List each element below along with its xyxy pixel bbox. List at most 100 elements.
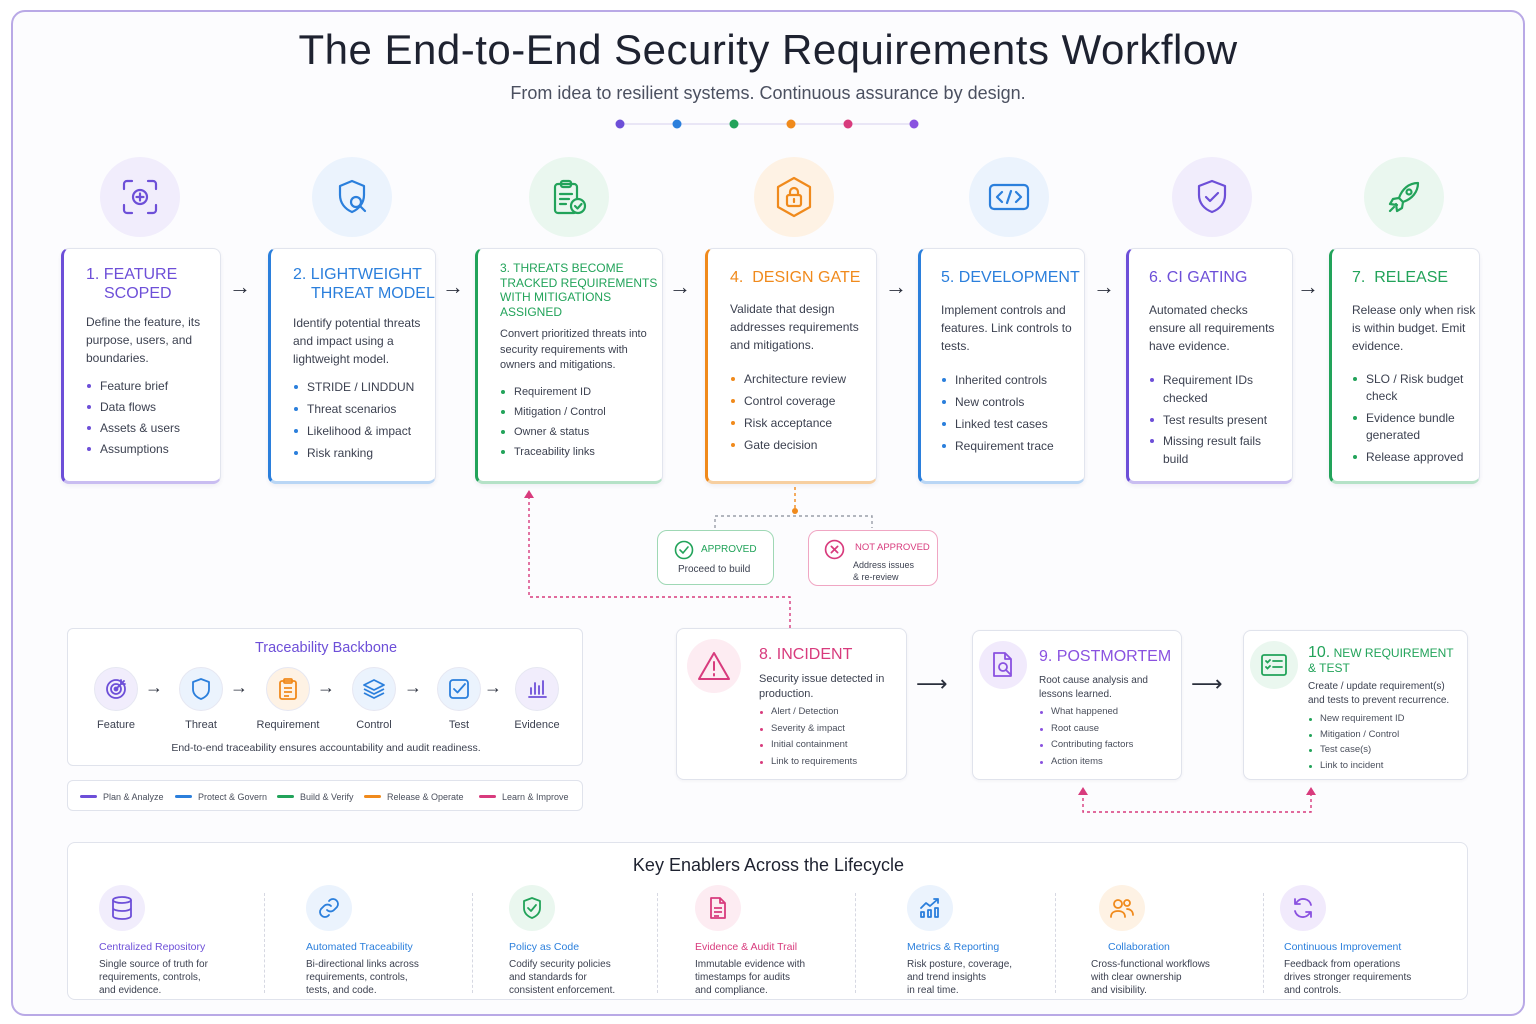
list-item: Assets & users	[86, 420, 216, 436]
lock-icon	[754, 157, 834, 237]
list-item: Release approved	[1352, 449, 1470, 465]
list-item: STRIDE / LINDDUN	[293, 379, 433, 395]
list-item: Requirement ID	[500, 384, 650, 400]
step-number: 3.	[500, 261, 511, 275]
step-card-6[interactable]: 6. CI GATING Automated checks ensure all…	[1126, 248, 1293, 484]
list-item: Link to requirements	[759, 754, 899, 771]
trace-label: Evidence	[514, 719, 560, 731]
database-icon	[99, 885, 145, 931]
trace-item-feature: Feature	[76, 667, 156, 731]
legend-item: Build & Verify	[277, 792, 354, 802]
enabler-item: Automated Traceability Bi-directional li…	[306, 885, 486, 997]
step-number: 1.	[86, 266, 100, 283]
step-description: Identify potential threats and impact us…	[293, 316, 421, 366]
list-item: Severity & impact	[759, 721, 899, 738]
step-items: STRIDE / LINDDUN Threat scenarios Likeli…	[293, 379, 433, 461]
step-number: 5.	[941, 269, 955, 286]
list-item: Test case(s)	[1308, 742, 1458, 758]
approved-label: APPROVED	[701, 544, 757, 555]
list-item: Gate decision	[730, 437, 870, 453]
enablers-title: Key Enablers Across the Lifecycle	[632, 855, 905, 875]
list-item: Traceability links	[500, 444, 650, 460]
trace-label: Control	[356, 719, 392, 731]
step-number: 8.	[759, 646, 773, 663]
step-description: Security issue detected in production.	[759, 673, 885, 700]
shield-icon	[179, 667, 223, 711]
step-number: 6.	[1149, 269, 1163, 286]
arrow-right-icon: →	[484, 677, 502, 697]
enabler-item: Continuous Improvement Feedback from ope…	[1280, 885, 1464, 997]
list-item: Root cause	[1039, 721, 1179, 738]
arrow-right-icon: →	[1093, 274, 1115, 299]
list-item: Alert / Detection	[759, 704, 899, 721]
enabler-title: Automated Traceability	[306, 941, 413, 953]
arrow-right-icon: →	[669, 274, 691, 299]
step-title: POSTMORTEM	[1056, 648, 1172, 665]
bar-chart-icon	[515, 667, 559, 711]
list-item: Risk ranking	[293, 445, 433, 461]
key-enablers: Key Enablers Across the Lifecycle Centra…	[67, 842, 1468, 1000]
list-item: New controls	[941, 394, 1081, 410]
feedback-card-postmortem[interactable]: 9. POSTMORTEM Root cause analysis and le…	[972, 630, 1182, 780]
shield-search-icon	[312, 157, 392, 237]
list-item: Requirement trace	[941, 438, 1081, 454]
checklist-icon	[1250, 641, 1298, 689]
list-item: Test results present	[1149, 412, 1279, 428]
step-title: FEATURE	[103, 266, 178, 283]
step-number: 9.	[1039, 648, 1053, 665]
trace-label: Test	[448, 719, 470, 731]
step-title: INCIDENT	[776, 646, 853, 663]
enabler-title: Centralized Repository	[99, 941, 206, 953]
trace-label: Requirement	[256, 719, 320, 731]
legend-item: Protect & Govern	[175, 792, 267, 802]
enabler-title: Policy as Code	[509, 941, 580, 953]
arrow-right-icon: →	[230, 677, 248, 697]
enabler-item: Evidence & Audit Trail Immutable evidenc…	[695, 885, 875, 997]
arrow-right-icon: →	[885, 274, 907, 299]
step-title: THREATS BECOME TRACKED REQUIREMENTS WITH…	[500, 261, 658, 319]
feedback-card-incident[interactable]: 8. INCIDENT Security issue detected in p…	[676, 628, 907, 780]
list-item: New requirement ID	[1308, 711, 1458, 727]
list-item: Contributing factors	[1039, 737, 1179, 754]
enabler-title: Continuous Improvement	[1284, 941, 1402, 953]
list-item: Control coverage	[730, 393, 870, 409]
list-item: Inherited controls	[941, 372, 1081, 388]
feedback-card-new-requirement[interactable]: 10. NEW REQUIREMENT & TEST Create / upda…	[1243, 630, 1468, 780]
list-item: Evidence bundle generated	[1352, 410, 1470, 444]
not-approved-desc-2: & re-review	[853, 572, 899, 582]
list-item: Initial containment	[759, 737, 899, 754]
arrow-right-icon: →	[229, 274, 251, 299]
step-title-line2: THREAT MODEL	[311, 285, 435, 302]
step-title: NEW REQUIREMENT & TEST	[1308, 646, 1454, 675]
x-circle-icon	[824, 539, 845, 560]
step-card-7[interactable]: 7. RELEASE Release only when risk is wit…	[1329, 248, 1480, 484]
gate-not-approved: NOT APPROVED Address issues& re-review	[808, 530, 938, 586]
list-item: Data flows	[86, 399, 216, 415]
step-items: Requirement IDs checked Test results pre…	[1149, 372, 1279, 468]
shield-icon	[509, 885, 555, 931]
enabler-item: Collaboration Cross-functional workflows…	[1091, 885, 1271, 997]
traceability-caption: End-to-end traceability ensures accounta…	[171, 742, 481, 754]
step-items: Architecture review Control coverage Ris…	[730, 371, 870, 453]
trace-item-evidence: Evidence	[497, 667, 577, 731]
chart-icon	[907, 885, 953, 931]
list-item: Mitigation / Control	[500, 404, 650, 420]
refresh-icon	[1280, 885, 1326, 931]
step-card-3[interactable]: 3. THREATS BECOME TRACKED REQUIREMENTS W…	[475, 248, 663, 484]
layers-icon	[352, 667, 396, 711]
rocket-icon	[1364, 157, 1444, 237]
legend: Plan & Analyze Protect & Govern Build & …	[67, 780, 583, 811]
not-approved-desc: Address issues	[853, 560, 915, 570]
warning-icon	[687, 639, 741, 693]
arrow-right-icon: →	[404, 677, 422, 697]
step-title: RELEASE	[1374, 269, 1449, 286]
step-card-5[interactable]: 5. DEVELOPMENT Implement controls and fe…	[918, 248, 1085, 484]
step-number: 10.	[1308, 644, 1331, 661]
step-card-4[interactable]: 4. DESIGN GATE Validate that design addr…	[705, 248, 877, 484]
